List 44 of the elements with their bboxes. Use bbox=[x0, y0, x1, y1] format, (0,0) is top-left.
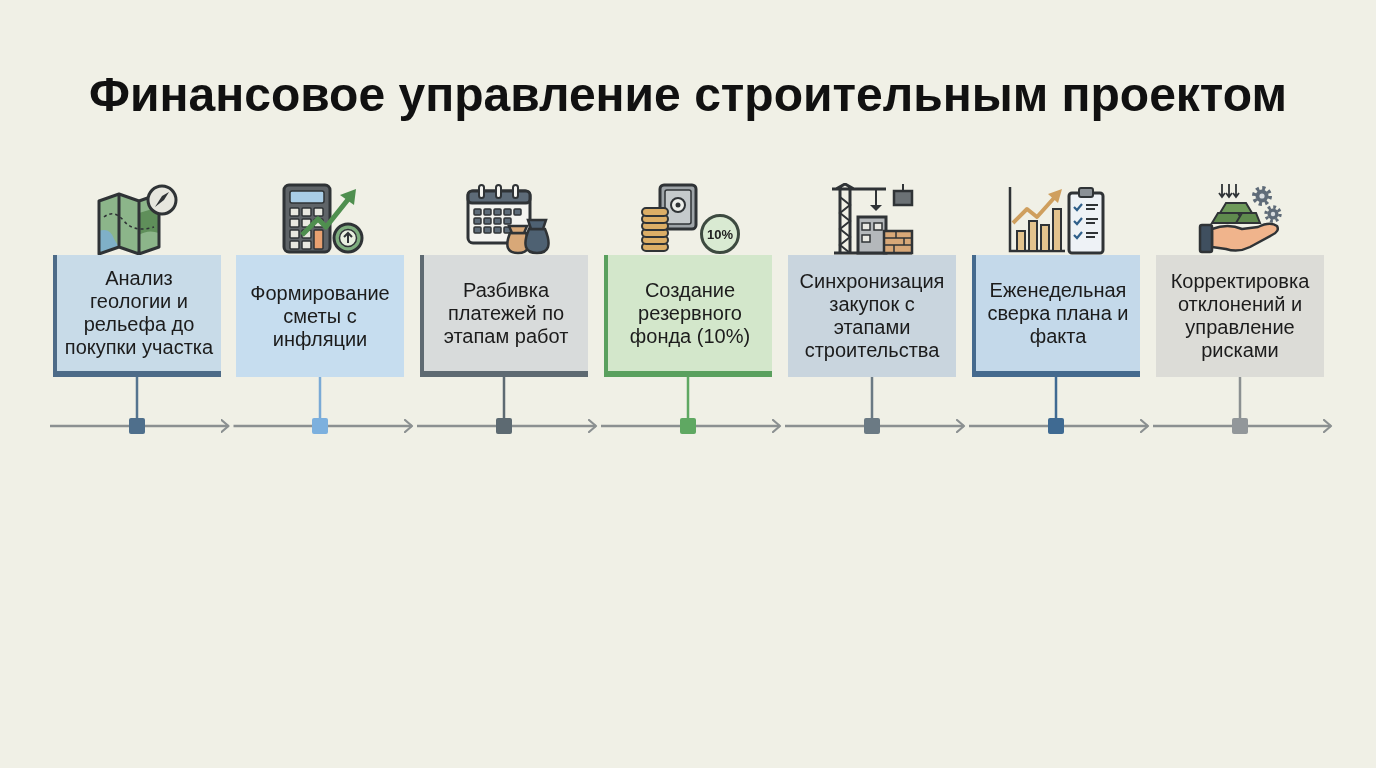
connector-line bbox=[686, 377, 690, 418]
connector-line bbox=[785, 424, 864, 428]
step-box bbox=[604, 255, 772, 377]
connector-line bbox=[50, 424, 129, 428]
connector-line bbox=[417, 424, 496, 428]
step-text: Еженедельная сверка плана и факта bbox=[986, 278, 1130, 348]
timeline-arrow bbox=[1248, 418, 1333, 434]
step-box bbox=[972, 255, 1140, 377]
timeline-marker bbox=[1232, 418, 1248, 434]
timeline-arrow bbox=[696, 418, 782, 434]
timeline-arrow bbox=[880, 418, 966, 434]
timeline-marker bbox=[496, 418, 512, 434]
connector-line bbox=[1054, 377, 1058, 418]
timeline-marker bbox=[1048, 418, 1064, 434]
timeline-marker bbox=[312, 418, 328, 434]
step-text: Разбивка платежей по этапам работ bbox=[442, 278, 570, 348]
step-text: Корректировка отклонений и управление рисками bbox=[1169, 270, 1311, 362]
title: Финансовое управление строительным проектом bbox=[89, 67, 1287, 123]
timeline-arrow bbox=[145, 418, 230, 434]
step-text: Создание резервного фонда (10%) bbox=[628, 278, 752, 348]
step-text: Синхронизация закупок с этапами строительства bbox=[798, 270, 946, 362]
step-box bbox=[1156, 255, 1324, 377]
timeline-arrow bbox=[1064, 418, 1150, 434]
timeline-marker bbox=[129, 418, 145, 434]
timeline-marker bbox=[680, 418, 696, 434]
connector-line bbox=[969, 424, 1048, 428]
step-box bbox=[788, 255, 956, 377]
connector-line bbox=[502, 377, 506, 418]
timeline-arrow bbox=[512, 418, 598, 434]
step-box bbox=[236, 255, 404, 377]
connector-line bbox=[1238, 377, 1242, 418]
connector-line bbox=[233, 424, 312, 428]
percent-badge: 10% bbox=[700, 214, 740, 254]
step-box bbox=[53, 255, 221, 377]
timeline-marker bbox=[864, 418, 880, 434]
timeline-arrow bbox=[328, 418, 414, 434]
step-text: Формирование сметы с инфляции bbox=[249, 281, 391, 351]
connector-line bbox=[318, 377, 322, 418]
connector-line bbox=[870, 377, 874, 418]
connector-line bbox=[135, 377, 139, 418]
step-text: Анализ геологии и рельефа до покупки участка bbox=[63, 267, 215, 359]
step-box bbox=[420, 255, 588, 377]
connector-line bbox=[1153, 424, 1232, 428]
connector-line bbox=[601, 424, 680, 428]
